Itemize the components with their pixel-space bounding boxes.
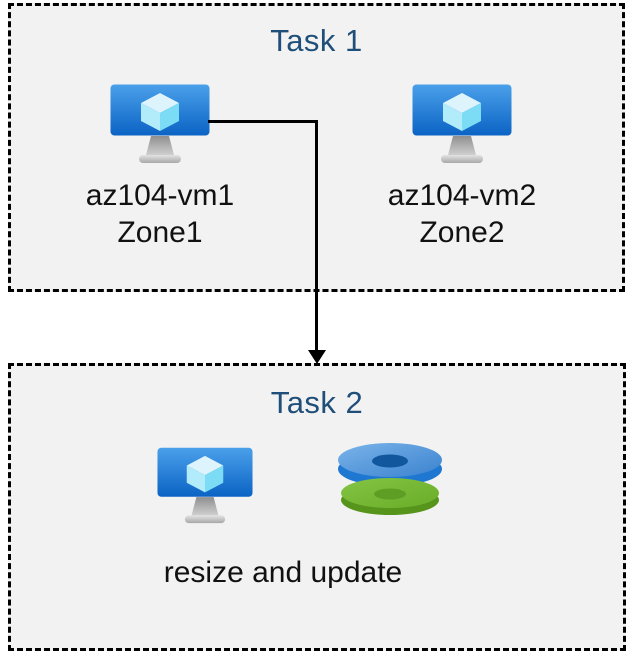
- vm2-virtual-machine-icon: [412, 84, 512, 163]
- task2-box: [8, 363, 626, 651]
- vm1-label: az104-vm1 Zone1: [35, 177, 285, 251]
- connector-arrowhead-icon: [308, 350, 326, 364]
- vm2-label: az104-vm2 Zone2: [337, 177, 587, 251]
- connector-vertical-line: [315, 120, 318, 352]
- task2-virtual-machine-icon: [157, 447, 253, 524]
- managed-disks-icon: [338, 443, 442, 515]
- vm2-zone: Zone2: [419, 216, 505, 249]
- connector-horizontal-line: [208, 120, 318, 123]
- task2-caption: resize and update: [163, 556, 403, 589]
- task2-title: Task 2: [270, 385, 364, 420]
- task1-title: Task 1: [270, 23, 363, 58]
- vm1-name: az104-vm1: [85, 179, 235, 212]
- vm1-zone: Zone1: [117, 216, 203, 249]
- vm1-virtual-machine-icon: [110, 84, 210, 163]
- vm2-name: az104-vm2: [387, 179, 537, 212]
